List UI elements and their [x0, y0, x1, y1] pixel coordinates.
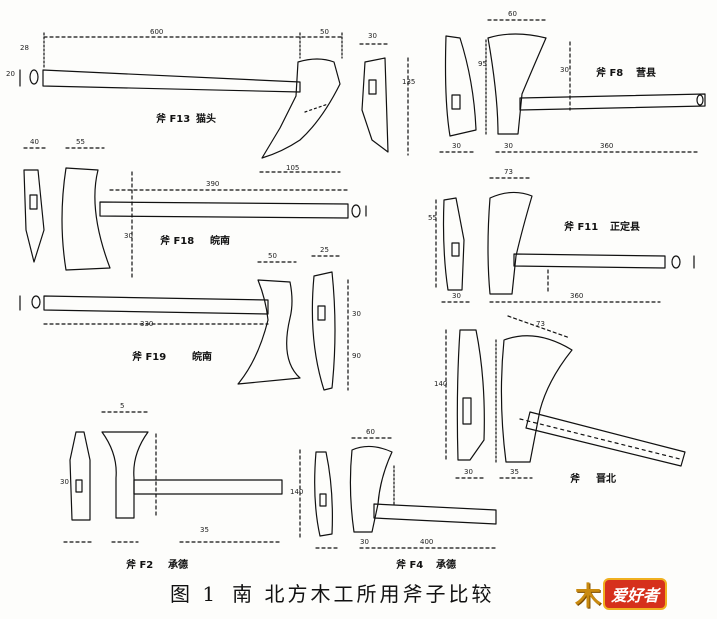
dim-jb-b2: 35 [510, 468, 519, 476]
dim-f13-side: 30 [368, 32, 377, 40]
dim-f13-bottom: 105 [286, 164, 300, 172]
dim-f8-len: 360 [600, 142, 614, 150]
label-f13: 斧 F13 [156, 114, 191, 125]
dim-f4-len: 400 [420, 538, 434, 546]
dim-f4-top: 60 [366, 428, 375, 436]
dim-f18-w2: 55 [76, 138, 85, 146]
dim-f18-hd: 30 [124, 232, 133, 240]
dim-f8-v1: 95 [478, 60, 487, 68]
label-f18: 斧 F18 [160, 236, 195, 247]
label-jinbei-place: 晋北 [596, 474, 616, 485]
dim-jb-b1: 30 [464, 468, 473, 476]
dim-jb-v: 140 [434, 380, 448, 388]
dim-f18-w1: 40 [30, 138, 39, 146]
dim-f2-v: 30 [60, 478, 69, 486]
dim-jb-top: 73 [536, 320, 545, 328]
dim-f4-b: 30 [360, 538, 369, 546]
logo-mark: 木 [575, 581, 602, 612]
dim-f19-w: 50 [268, 252, 277, 260]
dim-f2-len: 35 [200, 526, 209, 534]
logo-word: 爱好者 [603, 578, 668, 610]
axe-f2 [63, 411, 283, 543]
axe-f13 [19, 32, 409, 173]
figure-title: 南 北方木工所用斧子比较 [232, 582, 495, 606]
dim-f11-len: 360 [570, 292, 584, 300]
dim-f8-top: 60 [508, 10, 517, 18]
label-f2: 斧 F2 [126, 560, 154, 571]
dim-f19-h: 30 [352, 310, 361, 318]
dim-f11-b: 30 [452, 292, 461, 300]
label-f4-place: 承德 [436, 560, 456, 571]
dim-f19-len: 330 [140, 320, 154, 328]
label-f19-place: 皖南 [192, 352, 212, 363]
dim-f2-top: 5 [120, 402, 125, 410]
axe-f11 [435, 177, 695, 303]
axe-f4 [299, 437, 497, 549]
label-f19: 斧 F19 [132, 352, 167, 363]
axe-f19 [19, 255, 349, 391]
label-f2-place: 承德 [168, 560, 188, 571]
dim-f8-b2: 30 [504, 142, 513, 150]
dim-f13-vert: 135 [402, 78, 416, 86]
dim-f13-h1: 20 [6, 70, 15, 78]
dim-f19-s: 25 [320, 246, 329, 254]
axe-f8 [439, 19, 706, 153]
axe-jinbei [445, 315, 686, 479]
axe-f18 [23, 147, 367, 281]
watermark-logo: 木 爱好者 [575, 578, 668, 612]
dim-f13-head: 50 [320, 28, 329, 36]
dim-f11-v: 55 [428, 214, 437, 222]
figure-caption: 图 1 南 北方木工所用斧子比较 [170, 578, 508, 607]
label-f8-place: 营县 [636, 68, 656, 79]
dim-f8-b1: 30 [452, 142, 461, 150]
label-f11-place: 正定县 [610, 222, 640, 233]
dim-f4-v: 140 [290, 488, 304, 496]
dim-f18-len: 390 [206, 180, 220, 188]
label-f18-place: 皖南 [210, 236, 230, 247]
label-f13-place: 猫头 [196, 114, 216, 125]
dim-f8-h: 30 [560, 66, 569, 74]
figure-number: 图 1 [170, 582, 219, 606]
dim-f11-top: 73 [504, 168, 513, 176]
dim-f13-handle: 28 [20, 44, 29, 52]
label-f8: 斧 F8 [596, 68, 624, 79]
dim-f13-len: 600 [150, 28, 164, 36]
label-f4: 斧 F4 [396, 560, 424, 571]
dim-f19-v: 90 [352, 352, 361, 360]
label-f11: 斧 F11 [564, 222, 599, 233]
label-jinbei: 斧 [570, 474, 580, 485]
